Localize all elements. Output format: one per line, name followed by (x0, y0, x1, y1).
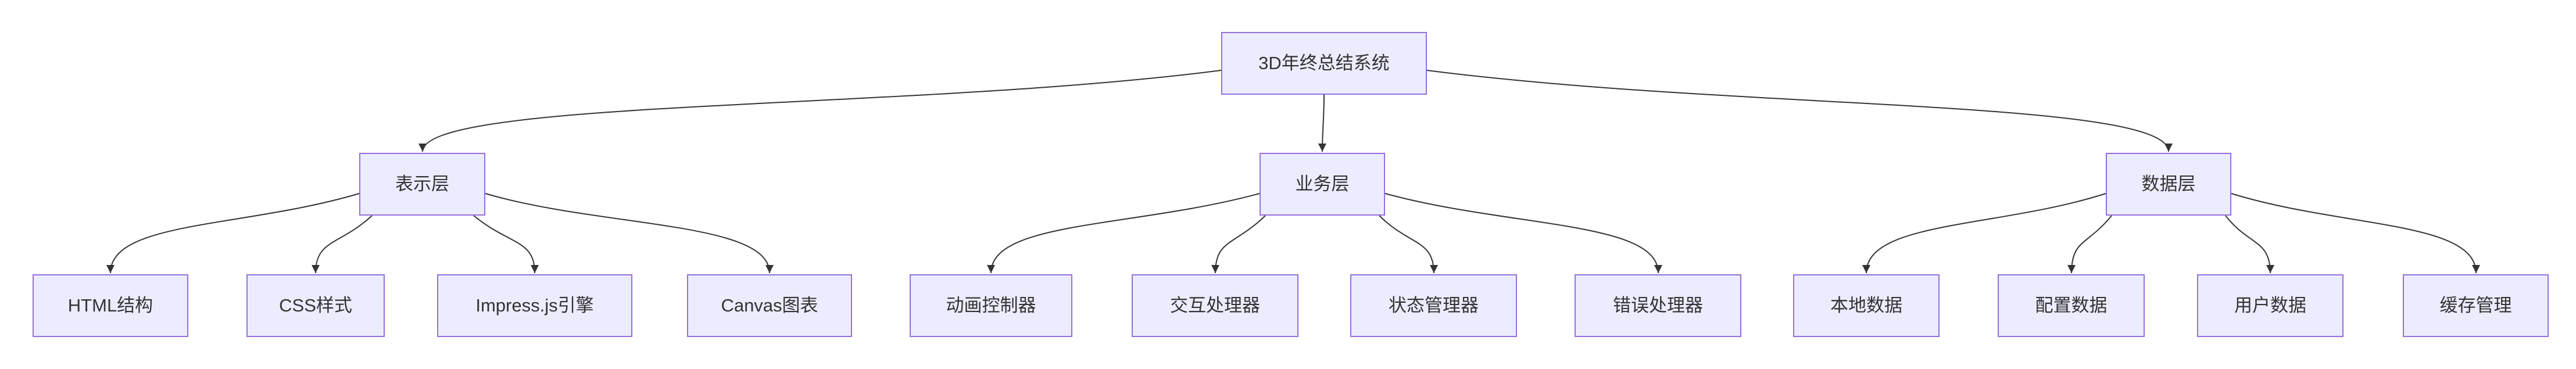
node-root: 3D年终总结系统 (1221, 32, 1427, 95)
node-state-manager: 状态管理器 (1350, 274, 1517, 337)
node-animation-controller-label: 动画控制器 (946, 295, 1036, 316)
edge-root-to-data (1426, 70, 2173, 152)
node-canvas-charts-label: Canvas图表 (721, 295, 818, 316)
edge-data-to-user (2225, 215, 2274, 274)
node-error-handler: 错误处理器 (1575, 274, 1741, 337)
edge-root-to-presentation (418, 70, 1222, 152)
edge-presentation-to-html (106, 193, 360, 274)
edge-root-to-business (1318, 94, 1327, 152)
node-css-styles: CSS样式 (246, 274, 385, 337)
edge-presentation-to-css (312, 215, 373, 274)
node-interaction-handler-label: 交互处理器 (1170, 295, 1260, 316)
node-canvas-charts: Canvas图表 (687, 274, 852, 337)
edge-business-to-animation (987, 193, 1260, 274)
node-animation-controller: 动画控制器 (910, 274, 1072, 337)
node-presentation-layer-label: 表示层 (395, 174, 449, 195)
edge-data-to-cache (2231, 193, 2480, 274)
node-user-data: 用户数据 (2197, 274, 2344, 337)
node-business-layer: 业务层 (1260, 153, 1385, 216)
node-cache-manager: 缓存管理 (2403, 274, 2549, 337)
edge-data-to-config (2067, 215, 2112, 274)
node-html-structure-label: HTML结构 (67, 295, 153, 316)
node-config-data: 配置数据 (1998, 274, 2145, 337)
node-data-layer: 数据层 (2106, 153, 2231, 216)
node-config-data-label: 配置数据 (2035, 295, 2108, 316)
edge-presentation-to-canvas (485, 193, 774, 274)
node-impressjs-engine: Impress.js引擎 (437, 274, 632, 337)
edge-presentation-to-impress (473, 215, 539, 274)
edge-business-to-error (1384, 193, 1662, 274)
node-data-layer-label: 数据层 (2141, 174, 2196, 195)
node-user-data-label: 用户数据 (2234, 295, 2306, 316)
node-cache-manager-label: 缓存管理 (2439, 295, 2512, 316)
edge-data-to-local (1862, 193, 2106, 274)
node-html-structure: HTML结构 (33, 274, 188, 337)
node-presentation-layer: 表示层 (359, 153, 485, 216)
node-interaction-handler: 交互处理器 (1132, 274, 1298, 337)
node-state-manager-label: 状态管理器 (1389, 295, 1479, 316)
node-error-handler-label: 错误处理器 (1613, 295, 1703, 316)
node-css-styles-label: CSS样式 (279, 295, 352, 316)
node-root-label: 3D年终总结系统 (1258, 53, 1390, 74)
node-impressjs-engine-label: Impress.js引擎 (475, 295, 594, 316)
node-local-data-label: 本地数据 (1830, 295, 1902, 316)
node-business-layer-label: 业务层 (1295, 174, 1350, 195)
edge-business-to-interaction (1211, 215, 1266, 274)
node-local-data: 本地数据 (1793, 274, 1940, 337)
edge-business-to-state (1379, 215, 1438, 274)
